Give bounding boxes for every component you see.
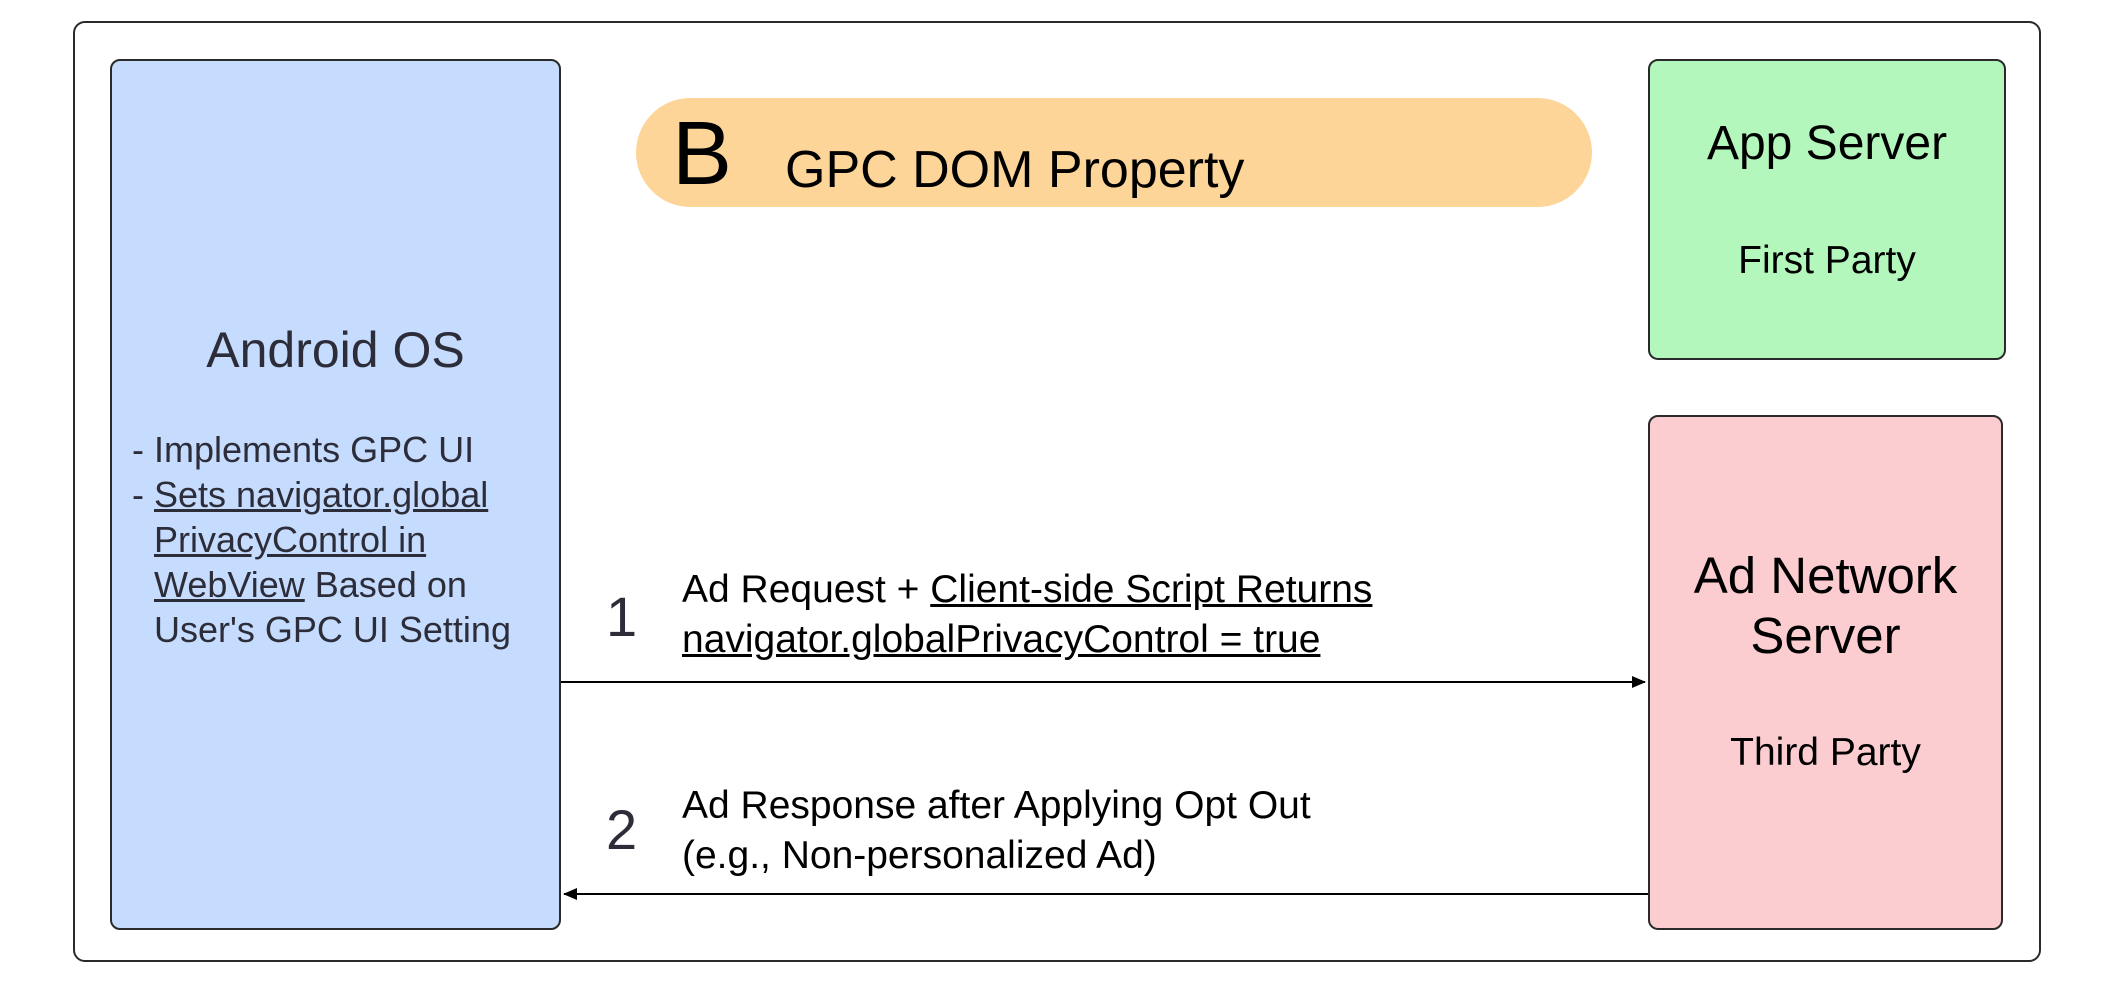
- android-bullet-2-cont: PrivacyControl in: [132, 517, 552, 562]
- bullet-2-line-3-link: WebView: [154, 564, 305, 605]
- ad-network-server-subtitle: Third Party: [1730, 731, 1921, 774]
- android-bullet-2: -Sets navigator.global: [132, 472, 552, 517]
- android-os-description: -Implements GPC UI -Sets navigator.globa…: [132, 427, 552, 652]
- android-os-box: [110, 59, 561, 930]
- app-server-subtitle: First Party: [1738, 239, 1916, 282]
- step-2-line-1: Ad Response after Applying Opt Out: [682, 784, 1311, 827]
- ad-network-server-box: [1648, 415, 2003, 930]
- step-1-link-2: navigator.globalPrivacyControl = true: [682, 618, 1321, 661]
- app-server-title: App Server: [1706, 117, 1948, 170]
- android-bullet-1: -Implements GPC UI: [132, 427, 552, 472]
- android-bullet-2-cont: User's GPC UI Setting: [132, 607, 552, 652]
- app-server-box: [1648, 59, 2006, 360]
- bullet-2-line-4: User's GPC UI Setting: [154, 609, 511, 650]
- banner-letter: B: [672, 104, 733, 204]
- ad-network-server-title: Ad Network Server: [1648, 546, 2003, 666]
- android-os-title: Android OS: [206, 322, 465, 378]
- step-2-message: Ad Response after Applying Opt Out (e.g.…: [682, 781, 1311, 881]
- step-1-line-2: navigator.globalPrivacyControl = true: [682, 615, 1372, 665]
- step-1-message: Ad Request + Client-side Script Returns …: [682, 565, 1372, 665]
- ad-server-title-line-2: Server: [1750, 607, 1901, 664]
- bullet-1-text: Implements GPC UI: [154, 429, 475, 470]
- bullet-2-line-3-rest: Based on: [304, 564, 467, 605]
- bullet-2-line-1: Sets navigator.global: [154, 474, 489, 515]
- step-1-number: 1: [606, 585, 638, 648]
- banner-title: GPC DOM Property: [785, 141, 1245, 199]
- android-bullet-2-cont: WebView Based on: [132, 562, 552, 607]
- outer-frame: [73, 21, 2041, 962]
- bullet-dash: -: [132, 429, 144, 470]
- bullet-2-line-2: PrivacyControl in: [154, 519, 427, 560]
- step-2-number: 2: [606, 798, 638, 861]
- step-1-plain: Ad Request +: [682, 568, 931, 611]
- title-banner: [636, 98, 1592, 207]
- step-1-line-1: Ad Request + Client-side Script Returns: [682, 565, 1372, 615]
- bullet-dash: -: [132, 474, 144, 515]
- ad-server-title-line-1: Ad Network: [1693, 547, 1958, 604]
- step-1-link-1: Client-side Script Returns: [930, 568, 1373, 611]
- step-2-line-2: (e.g., Non-personalized Ad): [682, 834, 1157, 877]
